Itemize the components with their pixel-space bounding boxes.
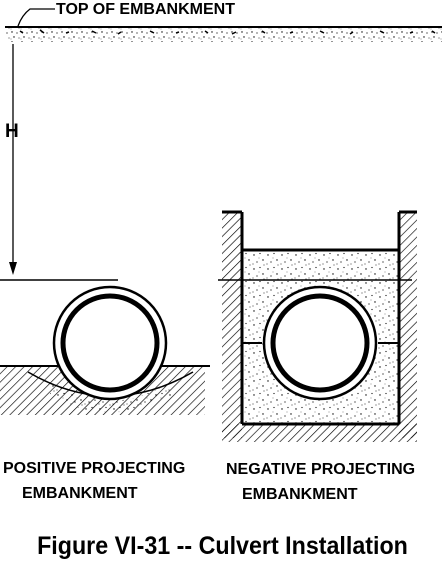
positive-label-line2: EMBANKMENT: [22, 485, 138, 502]
height-label: H: [5, 121, 19, 142]
figure-caption: Figure VI-31 -- Culvert Installation: [37, 532, 408, 560]
top-label-leader: [17, 8, 55, 27]
culvert-pipe-negative: [262, 285, 378, 401]
positive-label-line1: POSITIVE PROJECTING: [3, 460, 185, 477]
negative-label-line1: NEGATIVE PROJECTING: [226, 461, 415, 478]
positive-projecting-installation: [0, 279, 210, 415]
negative-projecting-installation: [218, 210, 417, 442]
culvert-pipe-positive: [52, 285, 168, 401]
negative-label-line2: EMBANKMENT: [242, 486, 358, 503]
top-of-embankment-label: TOP OF EMBANKMENT: [56, 1, 235, 18]
embankment-top-surface: [5, 26, 442, 42]
height-dimension: [9, 44, 17, 275]
